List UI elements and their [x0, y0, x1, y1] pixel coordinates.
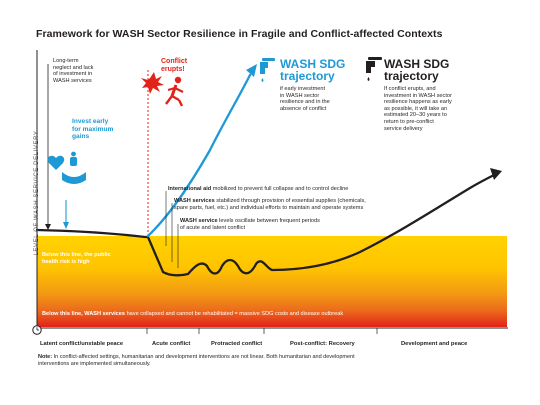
explosion-icon [141, 72, 164, 94]
footnote: Note: In conflict-affected settings, hum… [38, 354, 508, 367]
phase-ticks [146, 328, 378, 334]
conflict-erupts-text: Conflict erupts! [161, 58, 188, 73]
long-term-neglect-text: Long-term neglect and lack of investment… [53, 58, 94, 84]
public-health-risk-text: Below this line, the public health risk … [42, 252, 111, 265]
collapse-pre: Below this line, [42, 311, 85, 317]
oscillate-bold: WASH service [180, 218, 218, 224]
phase-protracted-conflict: Protracted conflict [211, 341, 263, 347]
blue-trajectory-title: WASH SDG trajectory [280, 57, 346, 83]
phase-latent-conflict: Latent conflict/unstable peace [40, 341, 124, 347]
black-trajectory-title: WASH SDG trajectory [384, 57, 450, 83]
faucet-icon-blue [260, 58, 275, 82]
phase-acute-conflict: Acute conflict [152, 341, 191, 347]
phase-development-peace: Development and peace [401, 341, 468, 347]
stabilized-rest: stabilized through provision of essentia… [174, 198, 366, 211]
blue-sdg-trajectory [146, 73, 252, 238]
running-person-icon [165, 76, 184, 107]
phase-post-conflict-recovery: Post-conflict: Recovery [290, 341, 355, 347]
oscillate-text: WASH service levels oscillate between fr… [180, 218, 320, 231]
international-aid-bold: International aid [168, 186, 212, 192]
clock-icon [32, 325, 42, 335]
oscillate-rest: levels oscillate between frequent period… [180, 218, 320, 231]
collapse-line-text: Below this line, WASH services have coll… [42, 311, 343, 318]
wash-service-level-line [35, 172, 498, 277]
footnote-label: Note: [38, 354, 53, 360]
black-trajectory-text: If conflict erupts, and investment in WA… [384, 86, 452, 132]
stabilized-bold: WASH services [174, 198, 215, 204]
collapse-bold: WASH services [84, 311, 126, 317]
faucet-icon-black [366, 57, 382, 81]
international-aid-rest: mobilized to prevent full collapse and t… [211, 186, 349, 192]
blue-trajectory-arrowhead [246, 64, 257, 77]
risk-zone-band [37, 236, 507, 327]
black-trajectory-arrowhead [490, 168, 502, 180]
footnote-text: In conflict-affected settings, humanitar… [38, 354, 355, 367]
blue-trajectory-text: if early investment in WASH sector resil… [280, 86, 330, 112]
stabilized-text: WASH services stabilized through provisi… [174, 198, 366, 211]
y-axis-label: LEVEL OF WASH SERVICE DELIVERY [34, 130, 40, 256]
collapse-rest: have collapsed and cannot be rehabilitat… [125, 311, 344, 317]
heart-hands-icon [47, 151, 86, 184]
international-aid-text: International aid mobilized to prevent f… [168, 186, 348, 193]
annotation-leaders [165, 191, 179, 268]
diagram-title: Framework for WASH Sector Resilience in … [36, 28, 443, 40]
invest-early-text: Invest early for maximum gains [72, 118, 114, 141]
